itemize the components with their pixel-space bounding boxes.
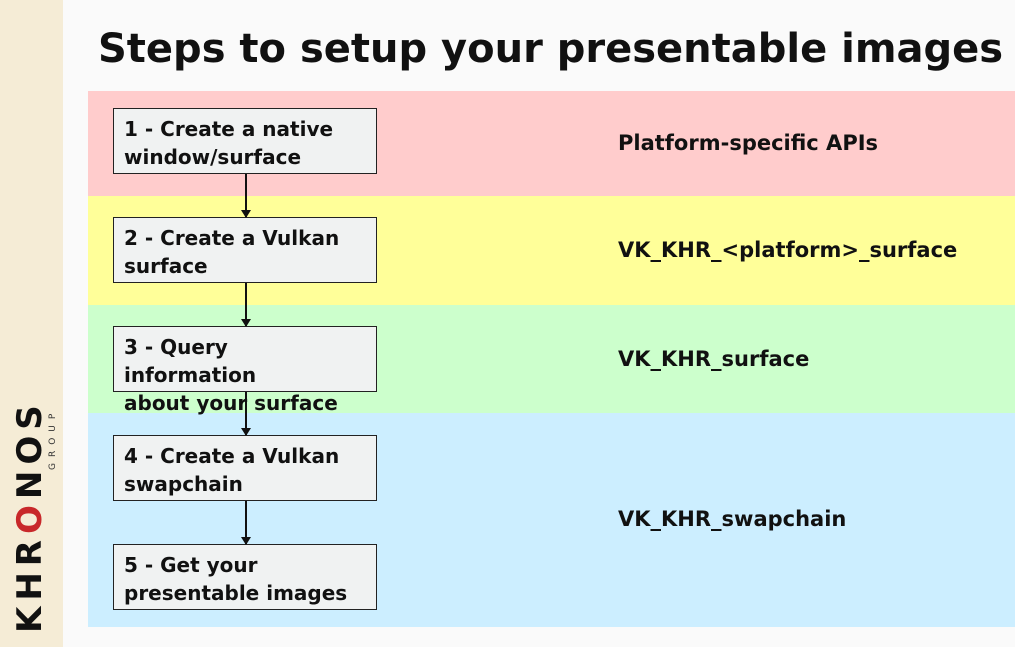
step-box-2: 2 - Create a Vulkan surface	[113, 217, 377, 283]
api-label-swapchain: VK_KHR_swapchain	[618, 507, 847, 531]
arrow-2-3	[241, 283, 251, 327]
step-text: 1 - Create a native	[124, 117, 334, 141]
api-label-platform-surface: VK_KHR_<platform>_surface	[618, 238, 958, 262]
khronos-logo: KHRONOS	[10, 399, 50, 633]
step-box-4: 4 - Create a Vulkan swapchain	[113, 435, 377, 501]
step-box-1: 1 - Create a native window/surface	[113, 108, 377, 174]
step-text: 5 - Get your	[124, 553, 258, 577]
step-text: 4 - Create a Vulkan	[124, 444, 340, 468]
logo-strip: KHRONOS GROUP	[0, 0, 63, 647]
step-text: swapchain	[124, 472, 243, 496]
arrow-4-5	[241, 501, 251, 545]
step-text: about your surface	[124, 391, 338, 415]
step-text: surface	[124, 254, 208, 278]
khronos-logo-group: GROUP	[48, 407, 58, 470]
step-box-5: 5 - Get your presentable images	[113, 544, 377, 610]
step-text: window/surface	[124, 145, 302, 169]
api-label-platform: Platform-specific APIs	[618, 131, 879, 155]
step-box-3: 3 - Query information about your surface	[113, 326, 377, 415]
step-text: 3 - Query information	[124, 335, 257, 387]
api-label-surface: VK_KHR_surface	[618, 347, 810, 371]
arrow-3-4	[241, 392, 251, 436]
slide-title: Steps to setup your presentable images	[98, 26, 1004, 72]
step-text: presentable images	[124, 581, 348, 605]
step-text: 2 - Create a Vulkan	[124, 226, 340, 250]
arrow-1-2	[241, 174, 251, 218]
